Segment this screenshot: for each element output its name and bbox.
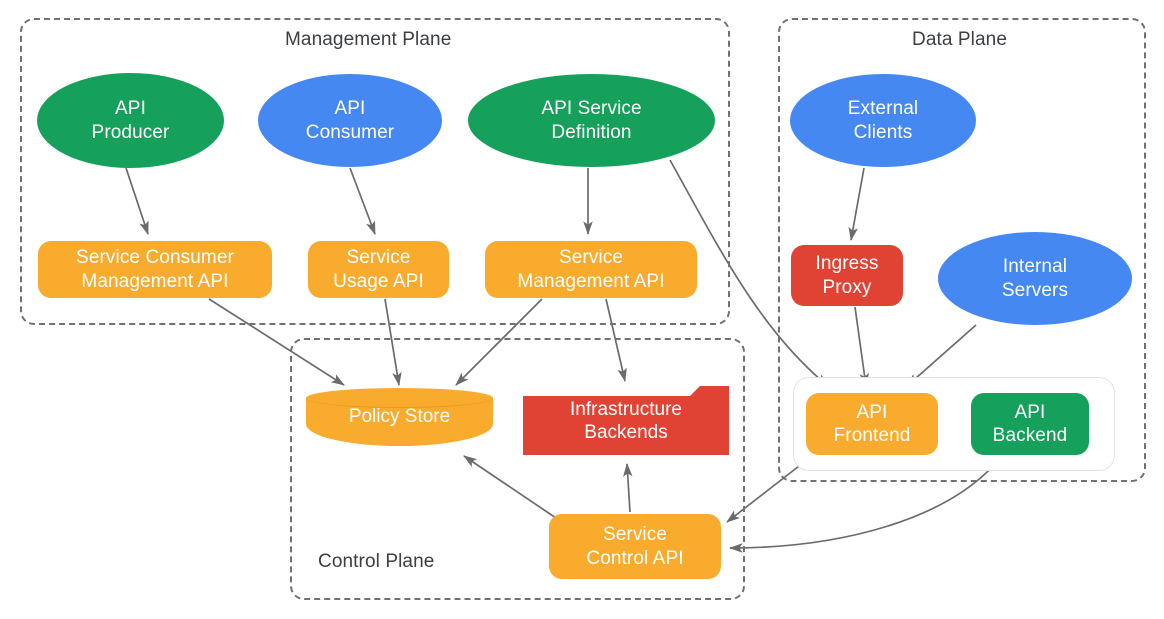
api-backend[interactable]: API Backend [971, 393, 1089, 455]
internal-servers[interactable]: Internal Servers [938, 232, 1132, 325]
api-producer[interactable]: API Producer [37, 73, 224, 168]
api-frontend[interactable]: API Frontend [806, 393, 938, 455]
service-consumer-management-api[interactable]: Service Consumer Management API [38, 241, 272, 298]
infrastructure-backends-label: Infrastructure Backends [570, 398, 682, 443]
management-plane-label: Management Plane [285, 29, 452, 50]
data-plane-label: Data Plane [912, 29, 1008, 50]
management-plane [20, 18, 730, 325]
api-consumer[interactable]: API Consumer [258, 74, 442, 167]
ingress-proxy[interactable]: Ingress Proxy [791, 245, 903, 306]
infrastructure-backends[interactable]: Infrastructure Backends [520, 385, 732, 457]
infrastructure-backends-shape [523, 386, 729, 455]
service-control-api[interactable]: Service Control API [549, 514, 721, 579]
policy-store-top-ellipse [306, 388, 493, 408]
data-plane [778, 18, 1146, 482]
control-plane [290, 338, 745, 600]
service-usage-api[interactable]: Service Usage API [308, 241, 449, 298]
external-clients[interactable]: External Clients [790, 74, 976, 167]
service-management-api[interactable]: Service Management API [485, 241, 697, 298]
control-plane-label: Control Plane [318, 551, 435, 572]
api-service-definition[interactable]: API Service Definition [468, 74, 715, 167]
policy-store-label: Policy Store [348, 406, 451, 427]
policy-store[interactable]: Policy Store [306, 388, 493, 446]
